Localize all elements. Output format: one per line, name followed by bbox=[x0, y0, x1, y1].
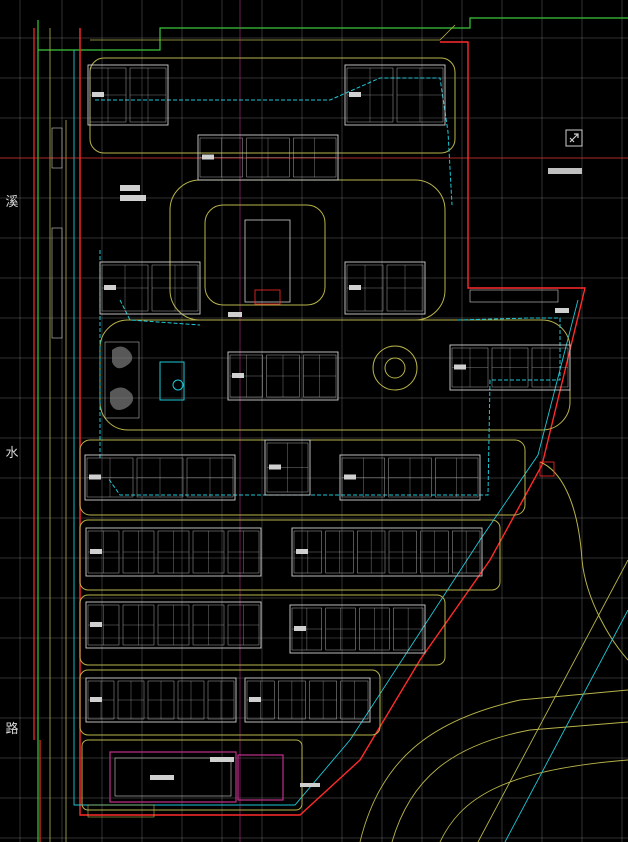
drawing-tag bbox=[210, 757, 234, 762]
drawing-tag bbox=[120, 195, 146, 201]
parking-row-west-2 bbox=[51, 127, 63, 169]
row-band-2 bbox=[79, 519, 501, 591]
central-court bbox=[204, 204, 326, 306]
building-block bbox=[344, 261, 426, 315]
playground-shape-2 bbox=[110, 387, 134, 410]
drawing-tag bbox=[300, 783, 320, 787]
drawing-tag bbox=[120, 185, 140, 191]
mid-loop bbox=[99, 319, 571, 431]
setback-east bbox=[107, 317, 561, 496]
site-boundary bbox=[79, 28, 586, 816]
drawing-tag bbox=[150, 775, 174, 780]
central-green bbox=[244, 219, 291, 303]
diagonal-road-east-2 bbox=[504, 609, 628, 842]
legend-bar bbox=[548, 168, 582, 174]
road-edge-north-inner bbox=[90, 24, 456, 41]
parking-row-west bbox=[51, 227, 63, 339]
building-block bbox=[85, 527, 262, 577]
internal-roads bbox=[79, 57, 571, 811]
drawing-tag bbox=[555, 308, 569, 313]
curved-road-southeast-3 bbox=[439, 759, 628, 842]
north-loop bbox=[89, 57, 456, 154]
setback-north bbox=[95, 77, 453, 206]
road-name-char-2: 水 bbox=[5, 446, 19, 461]
east-gate bbox=[539, 461, 555, 477]
south-steps bbox=[87, 804, 155, 818]
building-block bbox=[84, 454, 236, 501]
building-block bbox=[85, 677, 237, 723]
playground-shape-1 bbox=[112, 346, 133, 369]
roundabout bbox=[372, 345, 418, 391]
playground-rect bbox=[104, 341, 140, 419]
building-block bbox=[99, 261, 201, 315]
drawing-tag bbox=[228, 312, 242, 317]
north-arrow-icon bbox=[565, 129, 583, 147]
roundabout-inner bbox=[384, 357, 406, 379]
curved-road-southeast-1 bbox=[359, 689, 628, 842]
building-block bbox=[87, 64, 169, 126]
curved-road-east bbox=[539, 461, 628, 661]
central-loop bbox=[169, 179, 446, 321]
setback-mid bbox=[119, 299, 201, 326]
annex-rect bbox=[237, 754, 284, 801]
row-band-4 bbox=[79, 669, 381, 736]
road-name-char-3: 路 bbox=[5, 722, 19, 737]
building-block bbox=[344, 64, 446, 126]
south-block bbox=[81, 739, 303, 811]
central-green-gate bbox=[254, 289, 281, 305]
pool-fountain bbox=[172, 379, 184, 391]
site-boundary-inner bbox=[73, 50, 579, 806]
road-edge-north bbox=[38, 17, 628, 51]
building-block bbox=[291, 527, 483, 577]
parking-row-east bbox=[469, 289, 559, 303]
building-block bbox=[339, 454, 481, 501]
building-block bbox=[449, 344, 571, 391]
road-name-char-1: 溪 bbox=[5, 195, 19, 210]
building-block bbox=[244, 677, 371, 723]
amenities bbox=[51, 127, 582, 818]
building-footprints bbox=[84, 64, 571, 787]
building-block bbox=[289, 604, 426, 654]
building-block bbox=[197, 134, 339, 181]
curved-road-southeast-2 bbox=[391, 721, 628, 842]
pool-rect bbox=[159, 361, 185, 401]
building-block bbox=[264, 439, 311, 496]
row-band-3 bbox=[79, 594, 446, 666]
building-block bbox=[85, 601, 262, 649]
building-block bbox=[227, 351, 339, 401]
clubhouse-rect bbox=[109, 751, 237, 803]
setback-lines bbox=[95, 77, 561, 496]
diagonal-road-east-1 bbox=[477, 559, 628, 842]
clubhouse-inner bbox=[114, 757, 232, 797]
